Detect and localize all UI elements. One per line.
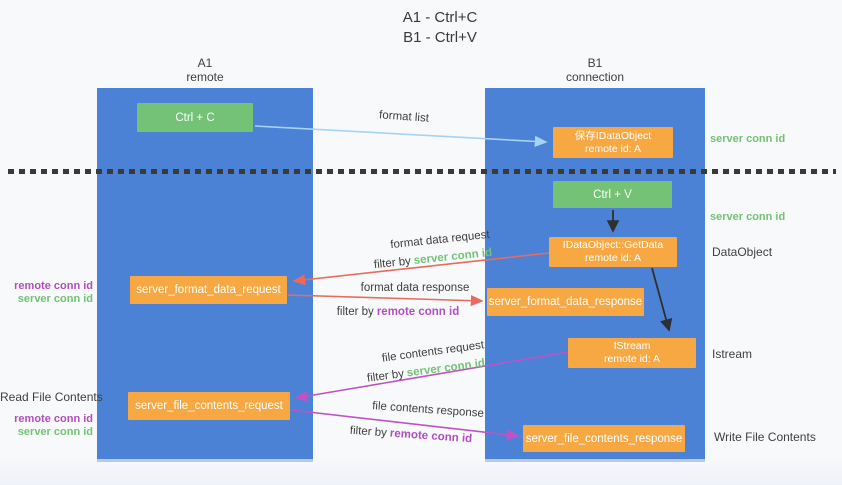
getdata-line2: remote id: A	[584, 252, 642, 264]
server-conn-id-label-mid-right: server conn id	[710, 211, 786, 223]
ctrl-v-action-box: Ctrl + V	[553, 181, 672, 208]
istream-box: IStream remote id: A	[568, 338, 696, 368]
server-format-data-request-box: server_format_data_request	[130, 276, 287, 304]
format-list-arrow	[254, 125, 548, 147]
title-line-ctrl-v: B1 - Ctrl+V	[403, 29, 477, 46]
getdata-line1: IDataObject::GetData	[562, 239, 664, 251]
lane-a1-subtitle: remote	[186, 70, 224, 84]
format-data-request-arrow	[292, 252, 550, 286]
istream-line1: IStream	[613, 340, 651, 352]
session-separator-line	[8, 169, 836, 174]
write-file-contents-label: Write File Contents	[714, 430, 816, 444]
format-data-response-arrow	[287, 294, 484, 307]
server-conn-id-label-left-lower: server conn id	[17, 426, 93, 438]
getdata-to-istream-arrow	[651, 267, 673, 332]
diagram-title: A1 - Ctrl+C B1 - Ctrl+V	[340, 8, 540, 48]
istream-line2: remote id: A	[603, 353, 661, 365]
title-line-ctrl-c: A1 - Ctrl+C	[402, 9, 478, 26]
lane-b1-name: B1	[587, 56, 603, 70]
istream-side-label: Istream	[712, 347, 753, 361]
save-idataobject-box: 保存IDataObject remote id: A	[553, 127, 673, 158]
server-conn-id-label-left-upper: server conn id	[17, 293, 93, 305]
idataobject-getdata-box: IDataObject::GetData remote id: A	[549, 237, 677, 267]
server-file-contents-response-box: server_file_contents_response	[523, 425, 685, 452]
format-data-response-label: format data response	[360, 282, 470, 294]
server-conn-id-label-top-right: server conn id	[710, 133, 786, 145]
ctrl-c-action-box: Ctrl + C	[137, 103, 253, 132]
save-idataobject-line2: remote id: A	[584, 142, 642, 155]
lane-header-b1: B1 connection	[485, 56, 705, 84]
filter-by-text: filter by	[336, 306, 374, 318]
filter-by-text: filter by	[349, 424, 388, 440]
remote-conn-id-label-left-upper: remote conn id	[14, 280, 93, 292]
remote-conn-id-label-left-lower: remote conn id	[14, 413, 93, 425]
server-format-data-response-box: server_format_data_response	[487, 288, 644, 316]
lane-a1-name: A1	[197, 56, 213, 70]
remote-conn-id-text: remote conn id	[376, 306, 460, 318]
file-contents-response-arrow	[290, 409, 520, 441]
read-file-contents-label: Read File Contents	[0, 390, 103, 404]
dataobject-label: DataObject	[712, 245, 773, 259]
lane-b1-subtitle: connection	[565, 70, 625, 84]
save-idataobject-line1: 保存IDataObject	[574, 129, 652, 142]
lane-header-a1: A1 remote	[97, 56, 313, 84]
file-contents-request-arrow	[294, 351, 569, 402]
server-file-contents-request-box: server_file_contents_request	[128, 392, 290, 420]
